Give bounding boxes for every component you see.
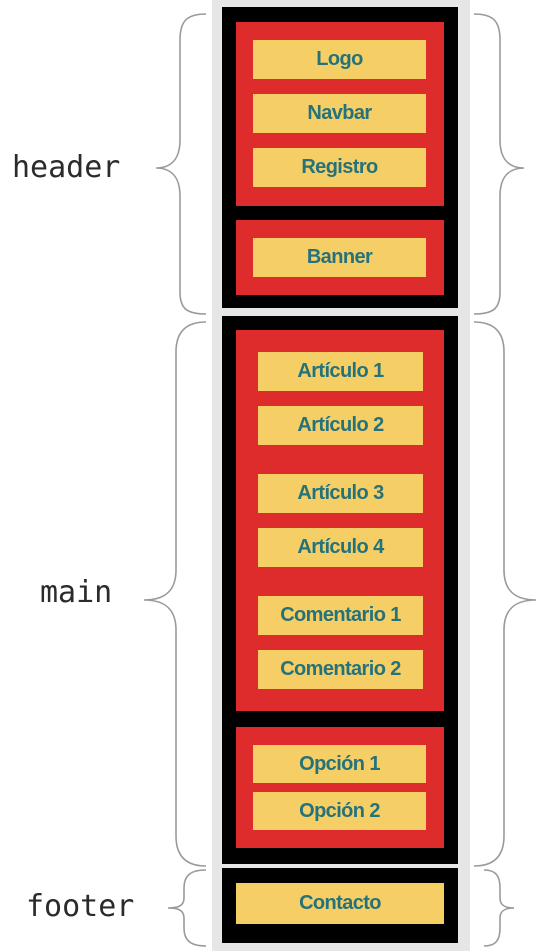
comment-1-box: Comentario 1 [258, 596, 423, 635]
footer-right-brace [483, 869, 515, 947]
main-right-brace [473, 321, 537, 867]
option-2-box: Opción 2 [253, 792, 426, 830]
footer-left-brace [167, 869, 207, 947]
logo-box: Logo [253, 40, 426, 79]
navbar-box: Navbar [253, 94, 426, 133]
article-2-box: Artículo 2 [258, 406, 423, 445]
article-4-box: Artículo 4 [258, 528, 423, 567]
main-content-group [236, 330, 444, 711]
main-label: main [40, 575, 113, 610]
banner-box: Banner [253, 238, 426, 277]
header-label: header [12, 150, 121, 185]
comment-2-box: Comentario 2 [258, 650, 423, 689]
article-1-box: Artículo 1 [258, 352, 423, 391]
option-1-box: Opción 1 [253, 745, 426, 783]
contact-box: Contacto [236, 883, 444, 924]
header-left-brace [155, 13, 207, 315]
article-3-box: Artículo 3 [258, 474, 423, 513]
main-left-brace [143, 321, 207, 867]
registro-box: Registro [253, 148, 426, 187]
header-right-brace [473, 13, 525, 315]
footer-label: footer [26, 889, 135, 924]
